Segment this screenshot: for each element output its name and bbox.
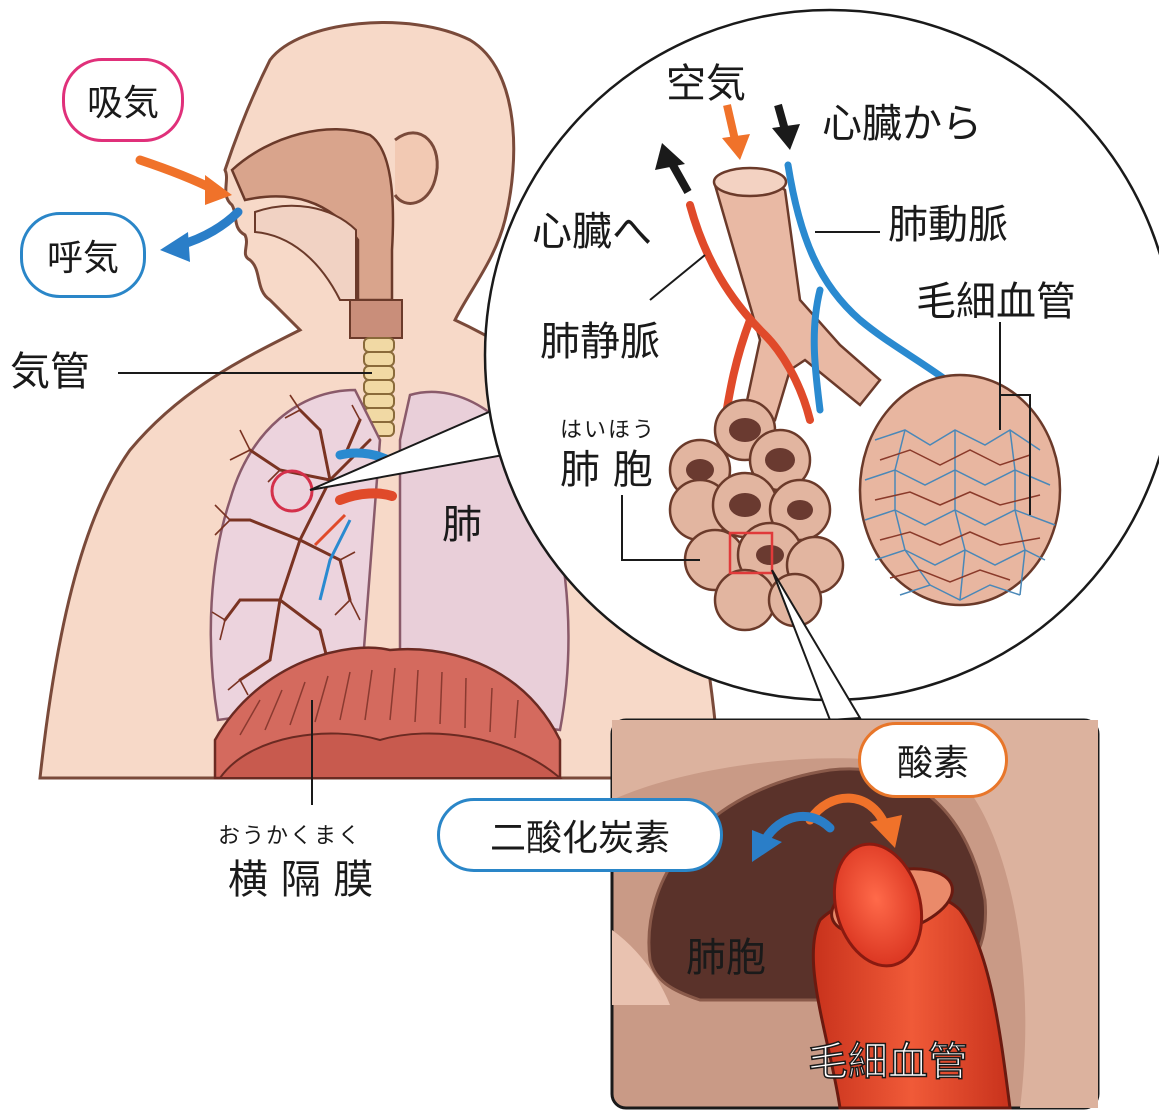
alveoli-ruby: はいほう <box>560 420 656 442</box>
lung-label: 肺 <box>442 505 482 545</box>
exhale-label: 呼気 <box>20 212 146 298</box>
oxygen-label: 酸素 <box>858 722 1008 798</box>
capillary-detail-label: 毛細血管 <box>808 1042 968 1082</box>
pulmonary-vein-label: 肺静脈 <box>540 322 660 362</box>
air-label: 空気 <box>666 64 746 104</box>
to-heart-label: 心臓へ <box>532 212 652 252</box>
diaphragm-label: 横 隔 膜 <box>228 860 373 900</box>
pulmonary-artery-label: 肺動脈 <box>888 205 1008 245</box>
alveoli-label: 肺 胞 <box>560 450 653 490</box>
trachea-label: 気管 <box>10 352 90 392</box>
capillaries-label: 毛細血管 <box>916 282 1076 322</box>
diaphragm-ruby: おうかくまく <box>218 826 362 848</box>
inhale-label: 吸気 <box>62 58 184 142</box>
from-heart-label: 心臓から <box>822 104 982 144</box>
co2-label: 二酸化炭素 <box>437 798 723 872</box>
alveolus-detail-label: 肺胞 <box>686 938 766 978</box>
